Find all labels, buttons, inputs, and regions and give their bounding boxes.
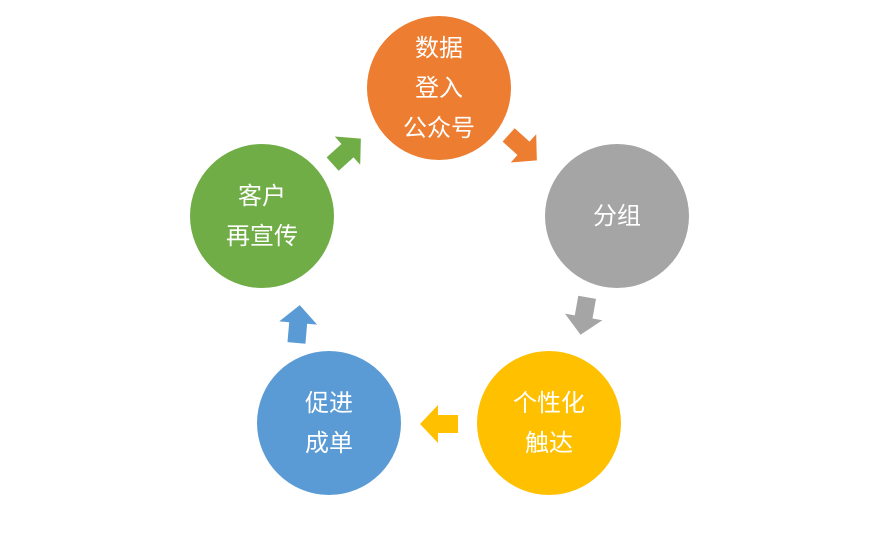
node-customer-repromote-line-1: 客户	[238, 182, 286, 210]
node-promote-deal: 促进 成单	[257, 351, 401, 495]
node-promote-deal-line-2: 成单	[305, 429, 353, 457]
node-grouping-line-1: 分组	[593, 202, 641, 230]
node-personalized-reach-line-1: 个性化	[513, 389, 585, 417]
arrow-data-entry-to-grouping	[502, 128, 537, 163]
arrow-customer-repromote-to-data-entry	[326, 136, 361, 171]
node-promote-deal-line-1: 促进	[305, 389, 353, 417]
node-data-entry-line-1: 数据	[415, 34, 463, 62]
node-grouping: 分组	[545, 144, 689, 288]
node-personalized-reach: 个性化 触达	[477, 351, 621, 495]
node-data-entry-line-2: 登入	[415, 74, 463, 102]
node-personalized-reach-line-2: 触达	[525, 429, 573, 457]
arrow-personalized-reach-to-promote-deal	[420, 405, 458, 443]
node-data-entry-line-3: 公众号	[403, 114, 475, 142]
arrow-grouping-to-personalized-reach	[564, 295, 603, 335]
node-data-entry: 数据 登入 公众号	[367, 16, 511, 160]
arrow-promote-deal-to-customer-repromote	[279, 305, 318, 344]
node-customer-repromote: 客户 再宣传	[190, 144, 334, 288]
node-customer-repromote-line-2: 再宣传	[226, 222, 298, 250]
